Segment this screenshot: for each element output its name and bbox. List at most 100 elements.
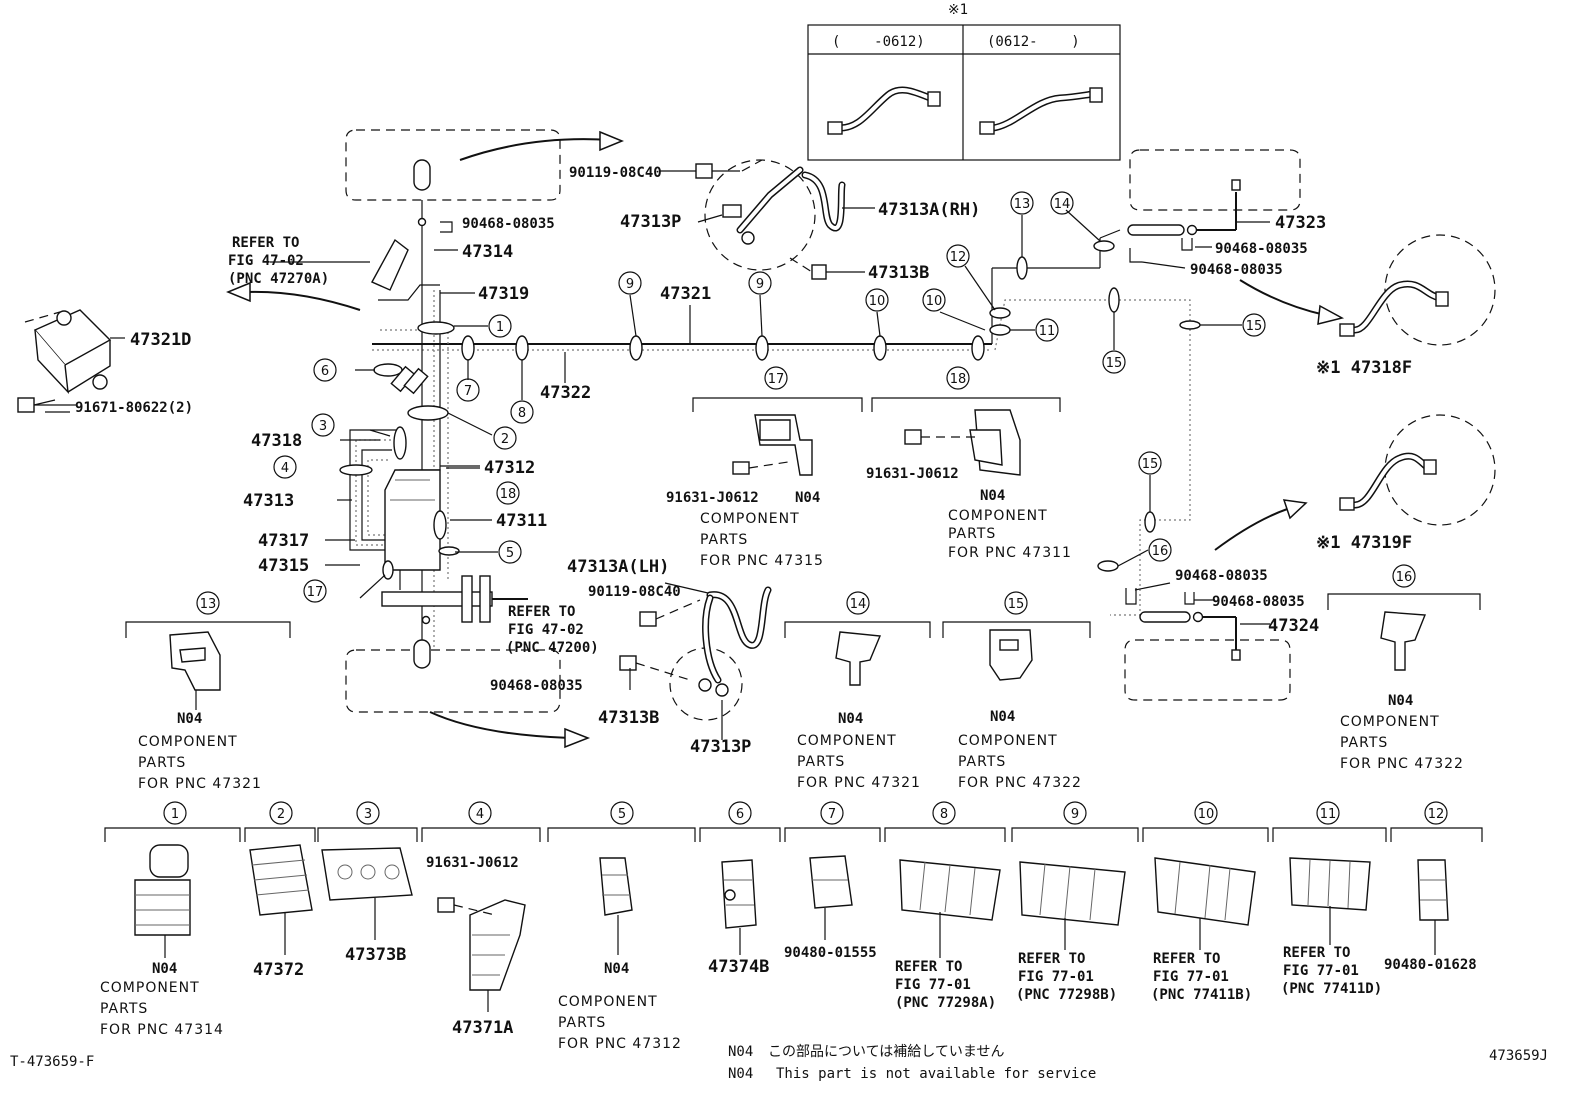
svg-text:FOR PNC 47322: FOR PNC 47322 — [958, 775, 1082, 791]
label-47319F: ※1 47319F — [1316, 533, 1412, 553]
label-47319: 47319 — [478, 284, 529, 304]
clip-callout-7: 7 — [820, 801, 844, 825]
callout-5: 5 — [498, 540, 522, 564]
svg-text:COMPONENT: COMPONENT — [948, 508, 1048, 524]
svg-text:10: 10 — [869, 294, 886, 309]
label-47314: 47314 — [462, 242, 513, 262]
note-pnc-47315: N04 COMPONENT PARTS FOR PNC 47315 — [700, 490, 824, 569]
svg-text:PARTS: PARTS — [958, 754, 1006, 770]
callout-18: 18 — [496, 481, 520, 505]
callout-9b: 9 — [748, 271, 772, 295]
label-90480-01555: 90480-01555 — [784, 945, 877, 961]
svg-text:14: 14 — [850, 597, 867, 612]
svg-text:10: 10 — [1198, 807, 1215, 822]
svg-text:17: 17 — [768, 372, 785, 387]
svg-text:COMPONENT: COMPONENT — [700, 511, 800, 527]
svg-text:1: 1 — [171, 807, 179, 822]
label-90480-01628: 90480-01628 — [1384, 957, 1477, 973]
ref-77411D-line2: FIG 77-01 — [1283, 963, 1359, 979]
callout-17: 17 — [303, 579, 327, 603]
refer-47200-line2: FIG 47-02 — [508, 622, 584, 638]
svg-text:8: 8 — [518, 406, 526, 421]
label-90468-right2: 90468-08035 — [1190, 262, 1283, 278]
label-47323: 47323 — [1275, 213, 1326, 233]
ref-77298A-line2: FIG 77-01 — [895, 977, 971, 993]
note-pnc-47312: N04 COMPONENT PARTS FOR PNC 47312 — [558, 961, 681, 1052]
svg-text:2: 2 — [501, 432, 509, 447]
svg-text:PARTS: PARTS — [700, 532, 748, 548]
svg-text:PARTS: PARTS — [558, 1015, 606, 1031]
callout-2: 2 — [493, 426, 517, 450]
clip-callout-12: 12 — [1424, 801, 1448, 825]
refer-47200-line3: (PNC 47200) — [506, 640, 599, 656]
label-47315: 47315 — [258, 556, 309, 576]
label-90468-top: 90468-08035 — [462, 216, 555, 232]
note-pnc-47321-a: N04 COMPONENT PARTS FOR PNC 47321 — [138, 711, 261, 792]
svg-text:7: 7 — [828, 807, 836, 822]
svg-text:PARTS: PARTS — [100, 1001, 148, 1017]
callout-1: 1 — [488, 314, 512, 338]
hose-47313A-rh — [660, 159, 875, 280]
ref-77298B-line2: FIG 77-01 — [1018, 969, 1094, 985]
callout-4: 4 — [273, 455, 297, 479]
note-pnc-47322-b: N04 COMPONENT PARTS FOR PNC 47322 — [1340, 693, 1464, 772]
connecting-hoses — [1125, 179, 1449, 661]
svg-text:COMPONENT: COMPONENT — [100, 980, 200, 996]
svg-text:6: 6 — [736, 807, 744, 822]
inset-left-label: ( -0612) — [832, 34, 925, 50]
svg-text:5: 5 — [506, 546, 514, 561]
svg-text:N04: N04 — [990, 709, 1015, 725]
svg-text:1: 1 — [496, 320, 504, 335]
svg-text:7: 7 — [464, 384, 472, 399]
clip-callout-3: 3 — [356, 801, 380, 825]
svg-text:FOR PNC 47322: FOR PNC 47322 — [1340, 756, 1464, 772]
callout-numbers: 1 2 3 4 5 6 7 8 9 9 10 10 11 12 13 14 15… — [163, 191, 1448, 825]
clip-callout-9: 9 — [1063, 801, 1087, 825]
svg-text:9: 9 — [756, 277, 764, 292]
note-jp-code: N04 — [728, 1044, 753, 1060]
clip-callout-4: 4 — [468, 801, 492, 825]
label-47313A-lh: 47313A(LH) — [567, 557, 669, 577]
clip-callout-6: 6 — [728, 801, 752, 825]
svg-text:18: 18 — [500, 487, 517, 502]
refer-47270A-line1: REFER TO — [232, 235, 299, 251]
svg-text:4: 4 — [476, 807, 484, 822]
svg-text:N04: N04 — [980, 488, 1005, 504]
svg-text:PARTS: PARTS — [948, 526, 996, 542]
label-47312: 47312 — [484, 458, 535, 478]
group-clips-bottom — [104, 827, 1483, 1012]
label-47321D: 47321D — [130, 330, 191, 350]
figure-code-right: 473659J — [1489, 1048, 1548, 1064]
ref-77411B-line2: FIG 77-01 — [1153, 969, 1229, 985]
note-jp-text: この部品については補給していません — [768, 1044, 1004, 1060]
svg-text:10: 10 — [926, 294, 943, 309]
ref-77298A-line1: REFER TO — [895, 959, 962, 975]
svg-text:N04: N04 — [795, 490, 820, 506]
note-pnc-47321-b: N04 COMPONENT PARTS FOR PNC 47321 — [797, 711, 921, 791]
label-47321: 47321 — [660, 284, 711, 304]
svg-text:FOR PNC 47321: FOR PNC 47321 — [797, 775, 921, 791]
refer-47270A-line2: FIG 47-02 — [228, 253, 304, 269]
callout-8: 8 — [510, 400, 534, 424]
callout-10a: 10 — [865, 288, 889, 312]
svg-text:9: 9 — [1071, 807, 1079, 822]
label-47372: 47372 — [253, 960, 304, 980]
svg-text:9: 9 — [626, 277, 634, 292]
svg-text:13: 13 — [200, 597, 217, 612]
figure-code-left: T-473659-F — [10, 1054, 94, 1070]
svg-text:3: 3 — [364, 807, 372, 822]
svg-text:FOR PNC 47315: FOR PNC 47315 — [700, 553, 824, 569]
svg-text:17: 17 — [307, 585, 324, 600]
svg-text:16: 16 — [1152, 544, 1169, 559]
callout-15c: 15 — [1138, 451, 1162, 475]
label-47313B-top: 47313B — [868, 263, 929, 283]
callout-11: 11 — [1035, 318, 1059, 342]
callout-10b: 10 — [922, 288, 946, 312]
svg-text:11: 11 — [1320, 807, 1337, 822]
label-91631-4: 91631-J0612 — [426, 855, 519, 871]
group-callout-16: 16 — [1392, 564, 1416, 588]
group-brackets-mid — [125, 397, 1481, 710]
label-47313A-rh: 47313A(RH) — [878, 200, 980, 220]
brake-line-assembly — [270, 159, 1242, 669]
label-90119-bottom: 90119-08C40 — [588, 584, 681, 600]
